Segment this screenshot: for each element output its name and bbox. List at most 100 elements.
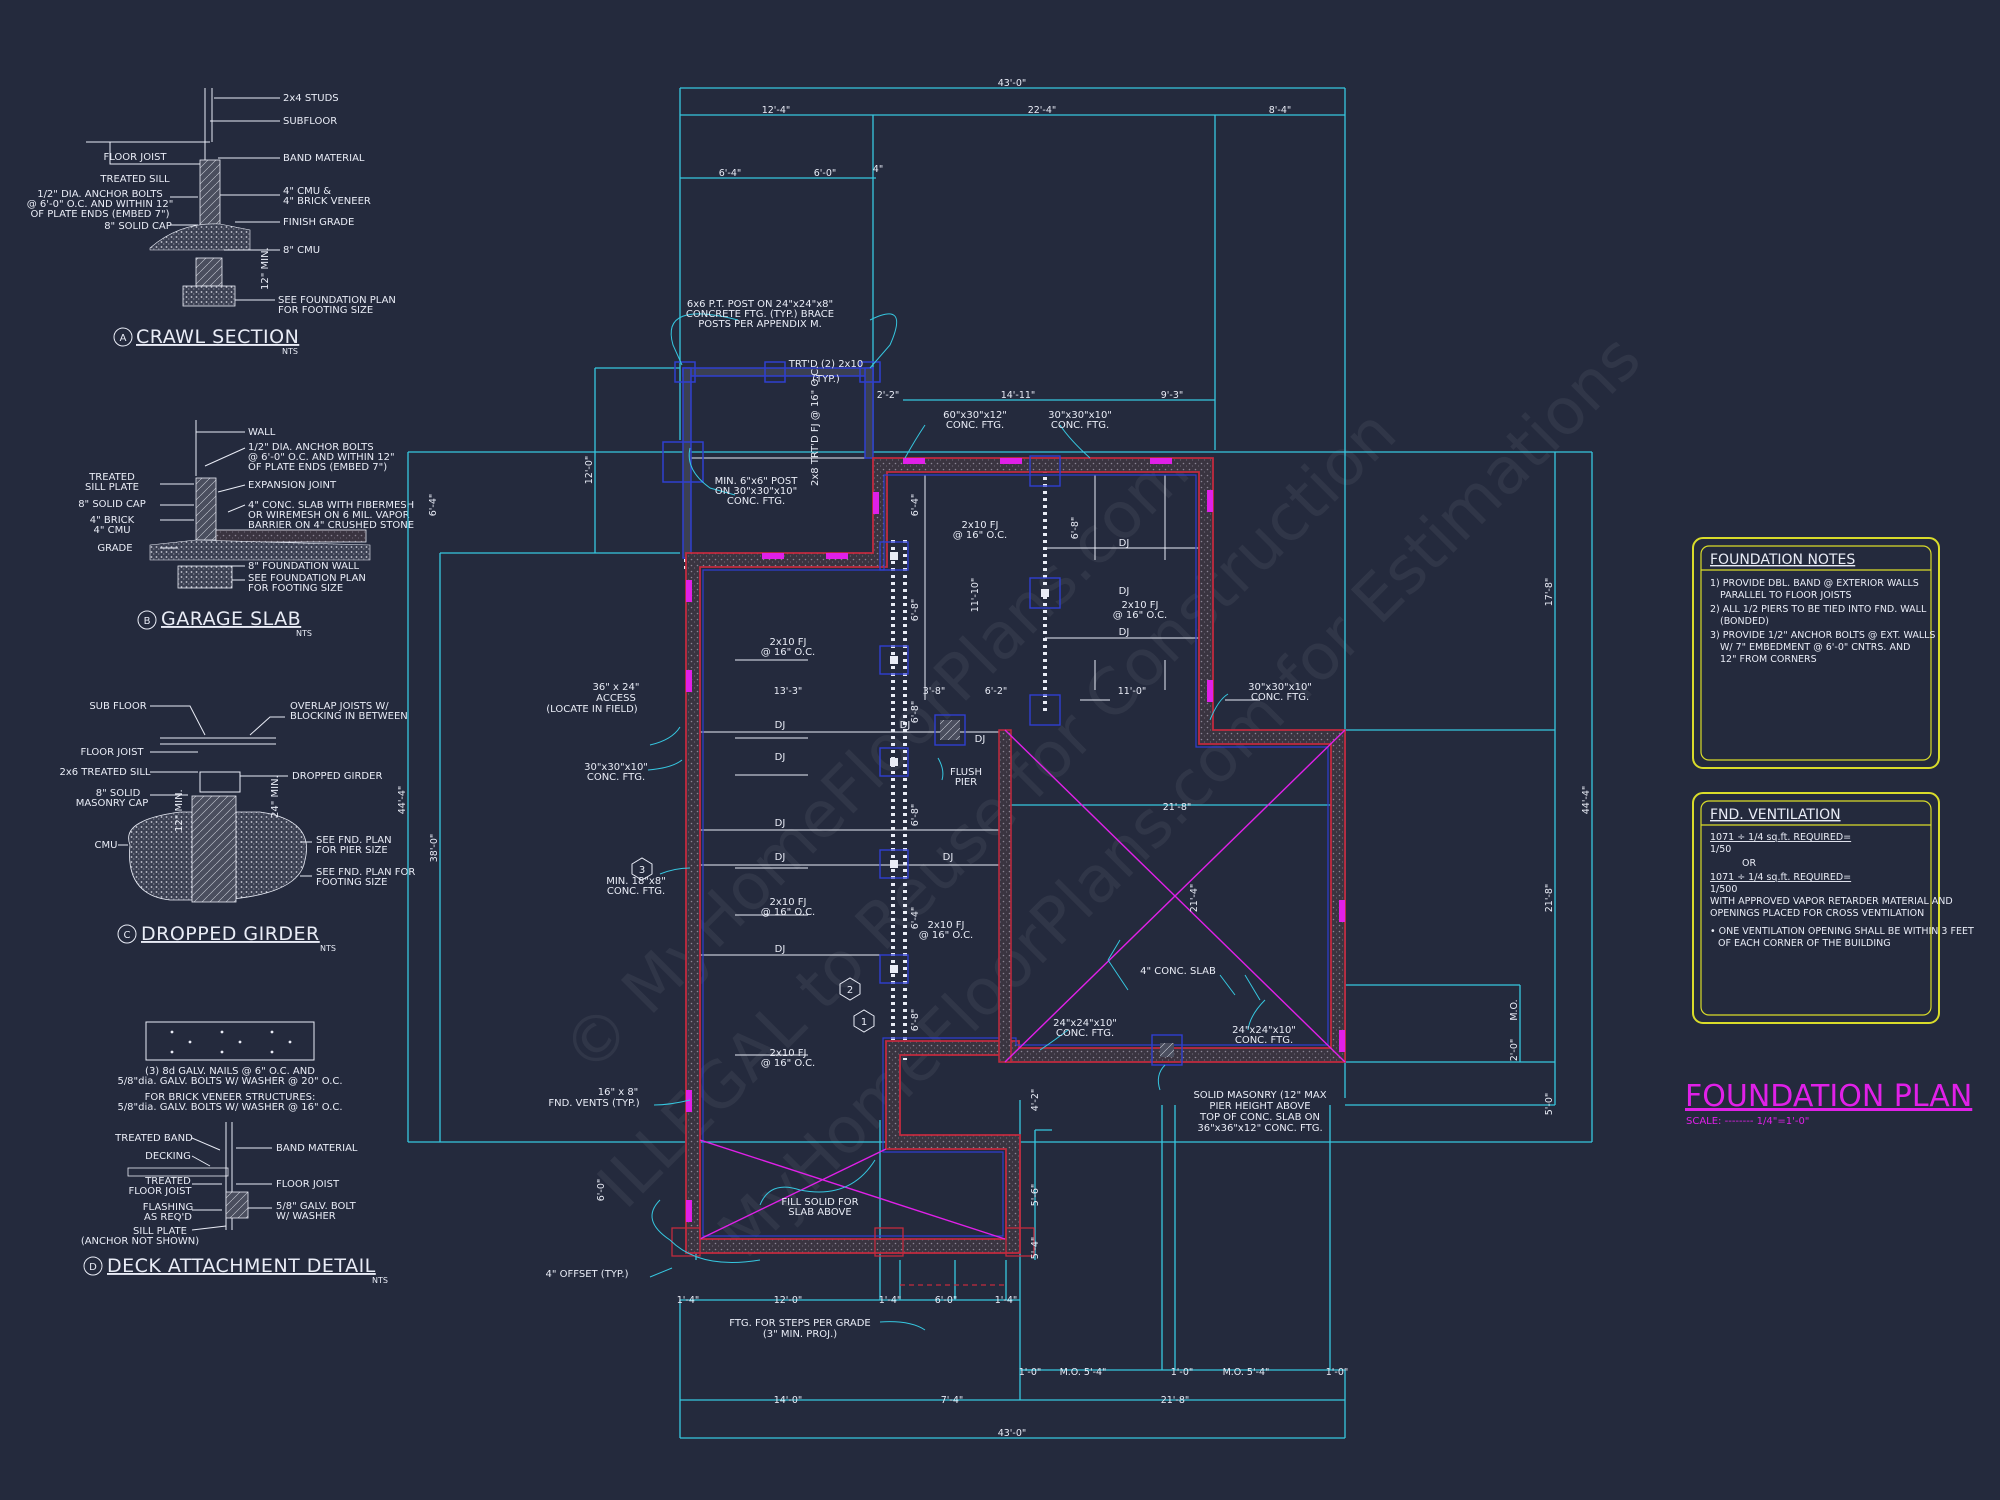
detail-c-label-11: CMU — [95, 840, 118, 851]
dim-bottom-1: 1'-4" — [677, 1295, 700, 1306]
notes-line-1: 1) PROVIDE DBL. BAND @ EXTERIOR WALLS — [1710, 578, 1919, 589]
dim-bottom-3: 1'-4" — [879, 1295, 902, 1306]
flush-pier-2: PIER — [955, 777, 977, 788]
detail-b-label-5: TREATED — [88, 472, 135, 483]
dim-top-4: 6'-4" — [719, 168, 742, 179]
detail-b-title: GARAGE SLAB — [161, 608, 301, 630]
detail-d-label-3: FOR BRICK VENEER STRUCTURES: — [145, 1092, 316, 1103]
detail-d-label-2: 5/8"dia. GALV. BOLTS W/ WASHER @ 20" O.C… — [117, 1076, 342, 1087]
detail-c-marker — [117, 924, 137, 944]
bolt-pattern-dots — [170, 1030, 292, 1054]
detail-c-label-14: SEE FND. PLAN FOR — [316, 867, 415, 878]
notes-title: FOUNDATION NOTES — [1710, 552, 1855, 568]
detail-a-label-1: 2x4 STUDS — [283, 93, 339, 104]
detail-b-label-2: 1/2" DIA. ANCHOR BOLTS — [248, 442, 374, 453]
post-note-3: POSTS PER APPENDIX M. — [698, 319, 822, 330]
detail-crawl-section: 2x4 STUDS SUBFLOOR FLOOR JOIST BAND MATE… — [27, 88, 396, 356]
detail-d-label-16: (ANCHOR NOT SHOWN) — [81, 1236, 199, 1247]
detail-b-label-8: 8" SOLID CAP — [78, 499, 146, 510]
fj3-2: @ 16" O.C. — [1113, 610, 1168, 621]
vent-line-3: OR — [1742, 858, 1756, 869]
dim-right-4: 5'-0" — [1544, 1093, 1555, 1116]
foundation-wall — [195, 477, 217, 541]
detail-b-label-9: 4" CONC. SLAB WITH FIBERMESH — [248, 500, 414, 511]
fj4-1: 2x10 FJ — [770, 897, 807, 908]
detail-c-label-9: 12" MIN. — [174, 789, 185, 832]
vent-line-6: WITH APPROVED VAPOR RETARDER MATERIAL AN… — [1710, 896, 1953, 907]
detail-b-label-7: EXPANSION JOINT — [248, 480, 337, 491]
dim-int-10: 6'-8" — [910, 701, 921, 724]
dj-5: DJ — [775, 818, 786, 829]
trtd-note-2: (TYP.) — [812, 374, 840, 385]
solid-masonry-4: 36"x36"x12" CONC. FTG. — [1197, 1123, 1322, 1134]
fj4-2: @ 16" O.C. — [761, 907, 816, 918]
piers — [879, 455, 1183, 1066]
detail-b-marker — [137, 610, 157, 630]
vent-line-7: OPENINGS PLACED FOR CROSS VENTILATION — [1710, 908, 1924, 919]
pier-cores — [890, 552, 1174, 1057]
post-note-2: CONCRETE FTG. (TYP.) BRACE — [686, 309, 834, 320]
trtd-note-1: TRT'D (2) 2x10 — [788, 359, 863, 370]
dim-left-3: 44'-4" — [397, 786, 408, 815]
detail-c-leaders — [118, 705, 312, 877]
ftg3-1: 30"x30"x10" — [1248, 682, 1312, 693]
vents-1: 16" x 8" — [598, 1087, 639, 1098]
min-post-2: ON 30"x30"x10" — [715, 486, 797, 497]
offset-label: 4" OFFSET (TYP.) — [546, 1269, 629, 1280]
detail-b-label-13: 4" CMU — [93, 525, 130, 536]
dj-6: DJ — [775, 852, 786, 863]
dj-3: DJ — [775, 720, 786, 731]
ftg2-2: CONC. FTG. — [1051, 420, 1109, 431]
fj1-2: @ 16" O.C. — [761, 647, 816, 658]
dim-int-8: 6'-4" — [910, 494, 921, 517]
cmu-lower — [195, 257, 223, 287]
detail-a-label-16: FOR FOOTING SIZE — [278, 305, 373, 316]
notes-line-7: 12" FROM CORNERS — [1720, 654, 1817, 665]
foundation-notes-panel: FOUNDATION NOTES 1) PROVIDE DBL. BAND @ … — [1692, 537, 1940, 769]
notes-line-5: 3) PROVIDE 1/2" ANCHOR BOLTS @ EXT. WALL… — [1710, 630, 1935, 641]
slab-label: 4" CONC. SLAB — [1140, 966, 1216, 977]
dim-int-16: 5'-6" — [1030, 1184, 1041, 1207]
notes-line-2: PARALLEL TO FLOOR JOISTS — [1720, 590, 1851, 601]
detail-b-label-3: @ 6'-0" O.C. AND WITHIN 12" — [248, 452, 395, 463]
detail-b-label-6: SILL PLATE — [85, 482, 139, 493]
detail-b-nts: NTS — [296, 629, 312, 638]
detail-d-label-8: TREATED — [144, 1176, 191, 1187]
ftg4-2: CONC. FTG. — [587, 772, 645, 783]
ftg6-2: CONC. FTG. — [1056, 1028, 1114, 1039]
right-dimensions: 44'-4" 17'-8" 21'-8" 5'-0" 2'-0" M.O. — [1509, 578, 1592, 1116]
notes-line-6: W/ 7" EMBEDMENT @ 6'-0" CNTRS. AND — [1720, 642, 1910, 653]
dim-bottom-6: 14'-0" — [774, 1395, 803, 1406]
dim-int-12: 6'-4" — [910, 907, 921, 930]
fill-solid-2: SLAB ABOVE — [788, 1207, 851, 1218]
detail-b-label-16: SEE FOUNDATION PLAN — [248, 573, 366, 584]
steps-2: (3" MIN. PROJ.) — [763, 1329, 837, 1340]
detail-d-letter: D — [89, 1262, 97, 1273]
solid-masonry-1: SOLID MASONRY (12" MAX — [1193, 1090, 1326, 1101]
dim-bottom-mo-1: M.O. 5'-4" — [1060, 1367, 1107, 1378]
detail-a-label-8: OF PLATE ENDS (EMBED 7") — [30, 209, 169, 220]
dim-top-7: 2'-2" — [877, 390, 900, 401]
vent-line-9: OF EACH CORNER OF THE BUILDING — [1718, 938, 1891, 949]
detail-c-label-2: OVERLAP JOISTS W/ — [290, 701, 389, 712]
dim-bottom-10: 1'-0" — [1171, 1367, 1194, 1378]
detail-a-leaders — [170, 97, 280, 301]
detail-a-label-2: SUBFLOOR — [283, 116, 337, 127]
fj2-1: 2x10 FJ — [962, 520, 999, 531]
detail-a-label-15: SEE FOUNDATION PLAN — [278, 295, 396, 306]
deck-area — [662, 361, 881, 559]
vent-line-2: 1/50 — [1710, 844, 1731, 855]
detail-c-label-8: MASONRY CAP — [76, 798, 149, 809]
dim-int-11: 6'-8" — [910, 804, 921, 827]
detail-a-marker — [113, 327, 133, 347]
footing — [182, 285, 236, 307]
dim-top-2: 22'-4" — [1028, 105, 1057, 116]
flush-pier-1: FLUSH — [950, 767, 982, 778]
ftg6-1: 24"x24"x10" — [1053, 1018, 1117, 1029]
conc-slab — [215, 529, 367, 543]
detail-d-label-1: (3) 8d GALV. NAILS @ 6" O.C. AND — [145, 1066, 315, 1077]
solid-masonry-3: TOP OF CONC. SLAB ON — [1199, 1112, 1320, 1123]
detail-d-label-9: FLOOR JOIST — [128, 1186, 192, 1197]
crushed-stone — [149, 539, 371, 561]
dim-int-5: 21'-8" — [1163, 802, 1192, 813]
